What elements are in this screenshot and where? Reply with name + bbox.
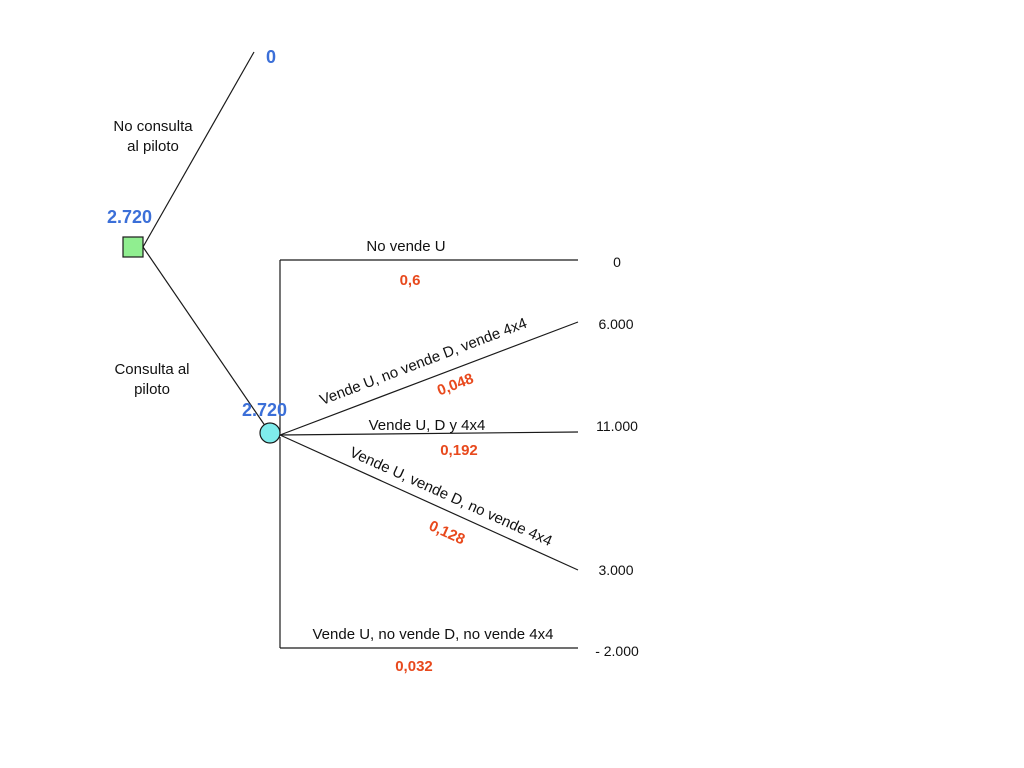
outcome-line-4 xyxy=(279,434,579,571)
outcome-2-label: Vende U, no vende D, vende 4x4 xyxy=(317,315,529,409)
outcome-3-label: Vende U, D y 4x4 xyxy=(369,417,486,434)
no-consult-label-line2: al piloto xyxy=(127,138,179,155)
decision-node xyxy=(122,236,144,258)
outcome-4-prob: 0,128 xyxy=(426,517,467,548)
branch-line-consult xyxy=(142,246,271,434)
outcome-2-payoff: 6.000 xyxy=(598,316,633,332)
consult-label-line2: piloto xyxy=(134,381,170,398)
outcome-1-prob: 0,6 xyxy=(400,272,421,289)
chance-node-expected-value: 2.720 xyxy=(242,400,287,420)
outcome-3-prob: 0,192 xyxy=(440,442,478,459)
no-consult-value: 0 xyxy=(266,47,276,67)
no-consult-label-line1: No consulta xyxy=(113,118,193,135)
outcome-4-payoff: 3.000 xyxy=(598,562,633,578)
outcome-line-2 xyxy=(279,321,579,436)
chance-node xyxy=(259,422,281,444)
outcome-1-payoff: 0 xyxy=(613,254,621,270)
outcome-5-label: Vende U, no vende D, no vende 4x4 xyxy=(312,626,553,643)
root-expected-value: 2.720 xyxy=(107,207,152,227)
consult-label-line1: Consulta al xyxy=(114,361,189,378)
outcome-line-3 xyxy=(279,431,579,436)
outcome-3-payoff: 11.000 xyxy=(596,418,638,434)
branch-line-no-consult xyxy=(142,51,255,248)
outcome-1-label: No vende U xyxy=(366,238,445,255)
outcome-5-prob: 0,032 xyxy=(395,658,433,675)
outcome-5-payoff: - 2.000 xyxy=(595,643,639,659)
